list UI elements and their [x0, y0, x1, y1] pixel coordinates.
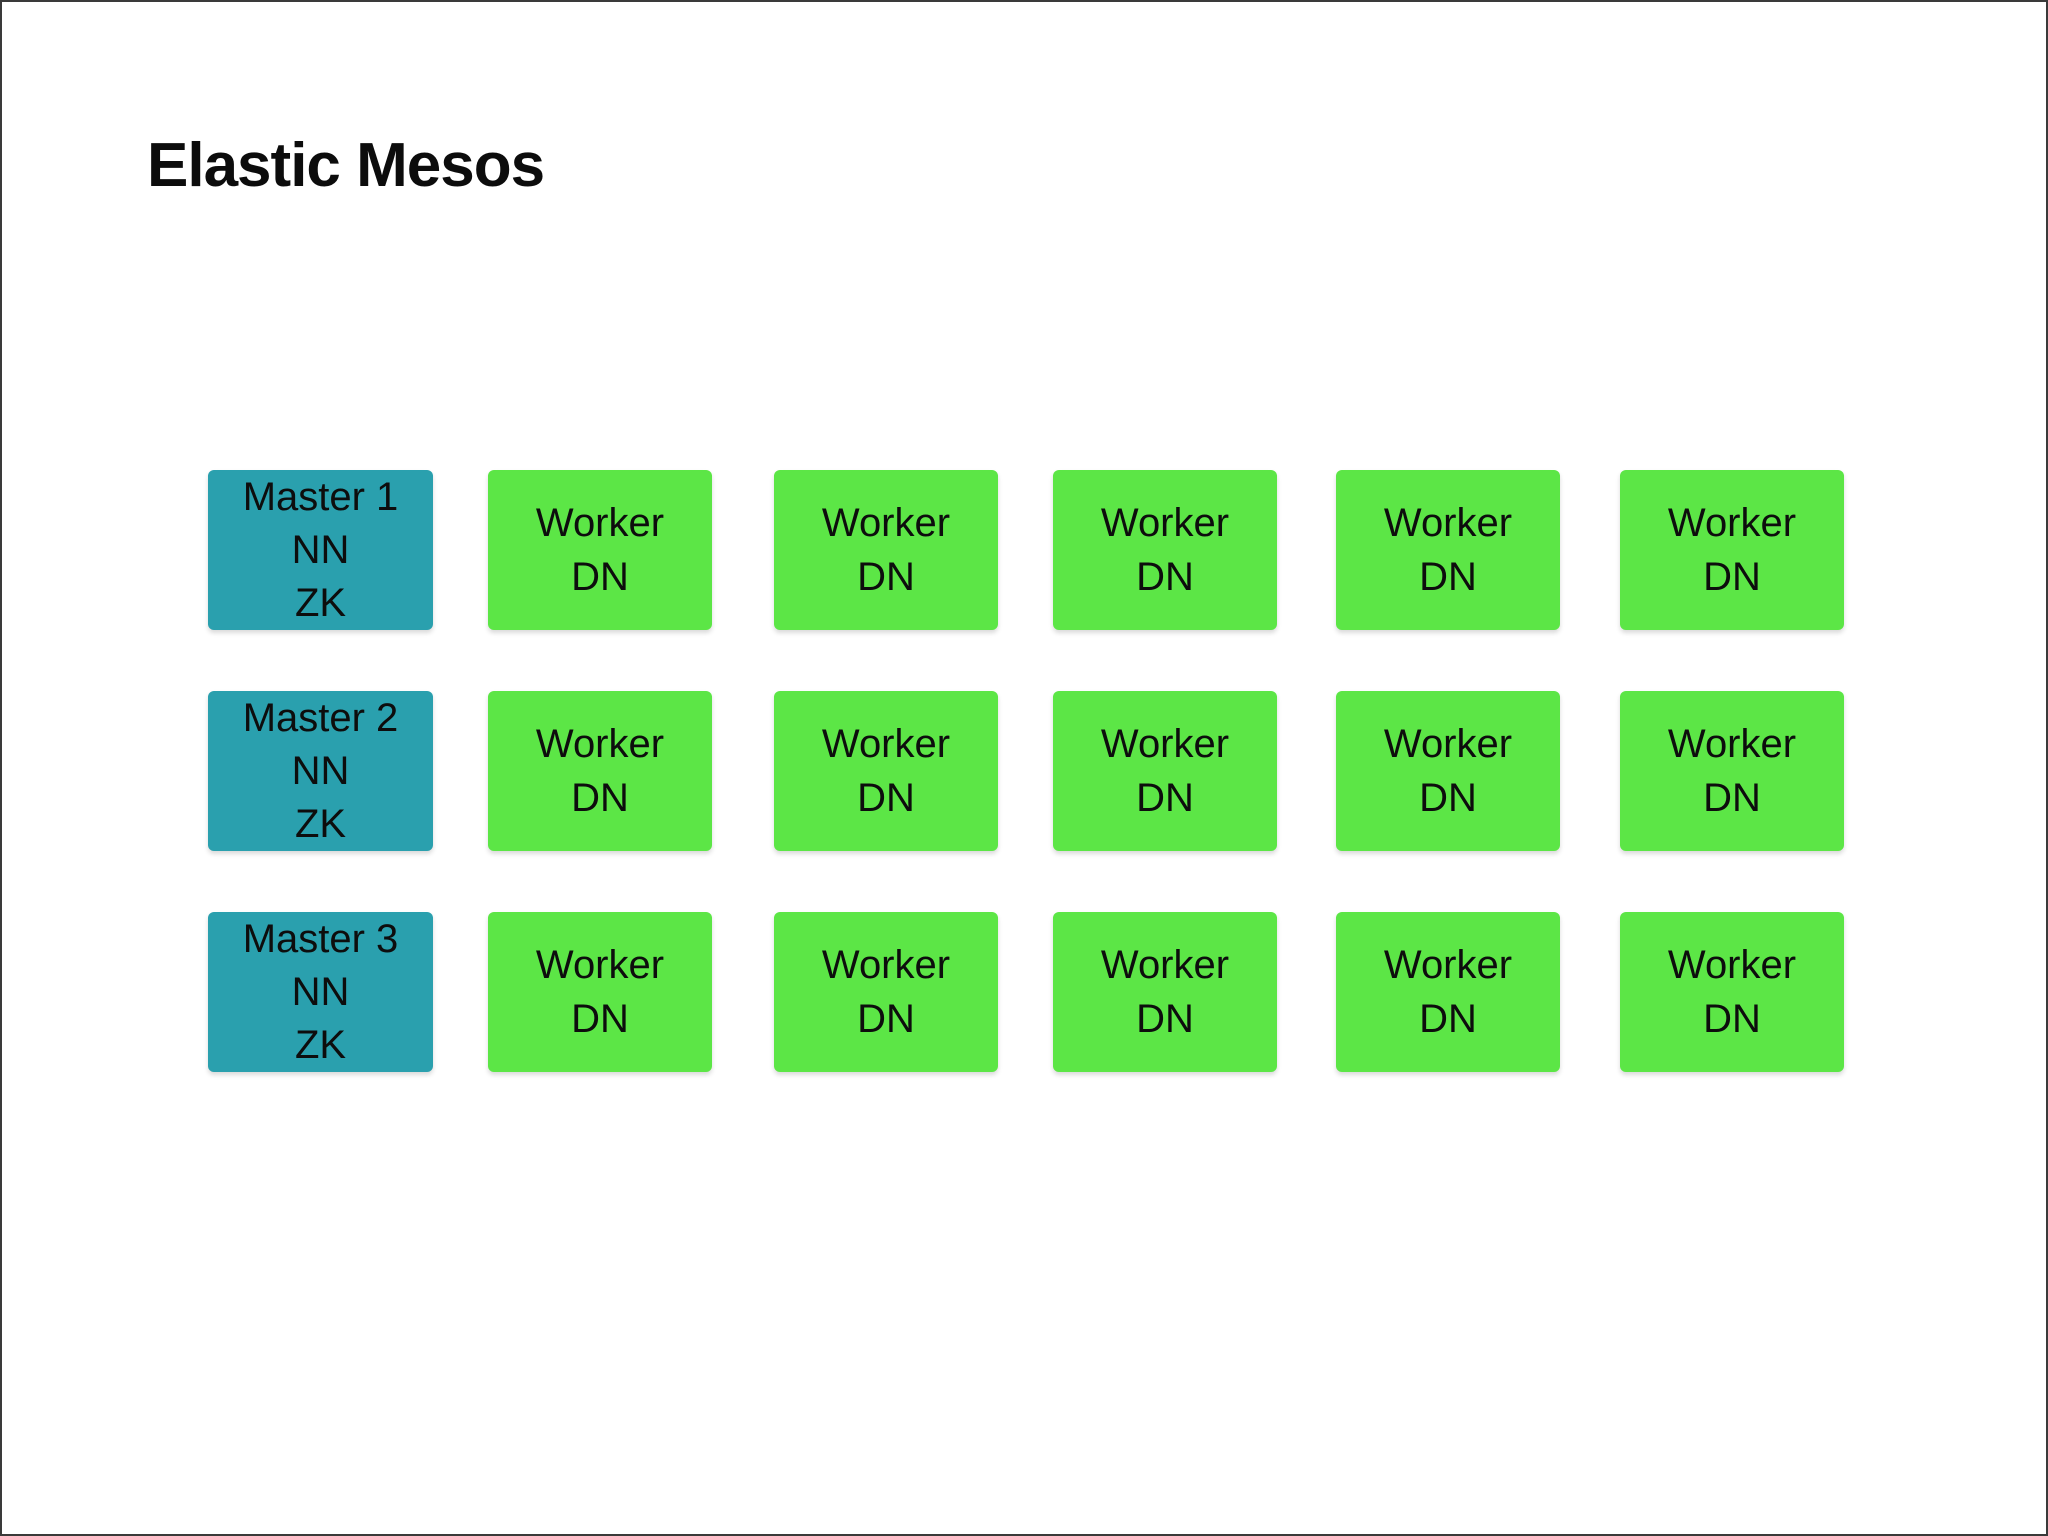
worker-label: Worker: [1100, 943, 1230, 987]
worker-service-dn: DN: [1419, 997, 1477, 1041]
worker-label: Worker: [1383, 943, 1513, 987]
worker-service-dn: DN: [857, 997, 915, 1041]
worker-service-dn: DN: [1703, 776, 1761, 820]
master-3-service-zk: ZK: [294, 1022, 347, 1067]
worker-service-dn: DN: [1703, 997, 1761, 1041]
worker-service-dn: DN: [1136, 997, 1194, 1041]
worker-box-r2c5: Worker DN: [1620, 691, 1844, 851]
worker-label: Worker: [1667, 722, 1797, 766]
worker-box-r1c1: Worker DN: [488, 470, 712, 630]
master-1-service-zk: ZK: [294, 580, 347, 625]
worker-box-r3c3: Worker DN: [1053, 912, 1277, 1072]
worker-label: Worker: [1667, 501, 1797, 545]
worker-service-dn: DN: [1419, 776, 1477, 820]
worker-box-r3c5: Worker DN: [1620, 912, 1844, 1072]
worker-label: Worker: [1100, 501, 1230, 545]
worker-service-dn: DN: [571, 997, 629, 1041]
worker-service-dn: DN: [857, 776, 915, 820]
worker-service-dn: DN: [571, 776, 629, 820]
worker-box-r2c1: Worker DN: [488, 691, 712, 851]
worker-box-r1c3: Worker DN: [1053, 470, 1277, 630]
master-2-label: Master 2: [242, 695, 399, 740]
worker-box-r2c3: Worker DN: [1053, 691, 1277, 851]
master-2-service-nn: NN: [291, 748, 350, 793]
worker-label: Worker: [1383, 501, 1513, 545]
worker-label: Worker: [1383, 722, 1513, 766]
worker-label: Worker: [1667, 943, 1797, 987]
worker-label: Worker: [535, 722, 665, 766]
master-1-label: Master 1: [242, 474, 399, 519]
master-2-service-zk: ZK: [294, 801, 347, 846]
worker-box-r2c2: Worker DN: [774, 691, 998, 851]
worker-service-dn: DN: [1703, 555, 1761, 599]
worker-label: Worker: [821, 501, 951, 545]
worker-box-r3c2: Worker DN: [774, 912, 998, 1072]
master-3-box: Master 3 NN ZK: [208, 912, 433, 1072]
master-2-box: Master 2 NN ZK: [208, 691, 433, 851]
worker-box-r2c4: Worker DN: [1336, 691, 1560, 851]
worker-service-dn: DN: [1136, 776, 1194, 820]
worker-box-r1c4: Worker DN: [1336, 470, 1560, 630]
master-3-label: Master 3: [242, 916, 399, 961]
worker-label: Worker: [821, 943, 951, 987]
master-1-box: Master 1 NN ZK: [208, 470, 433, 630]
worker-box-r1c2: Worker DN: [774, 470, 998, 630]
worker-service-dn: DN: [857, 555, 915, 599]
master-1-service-nn: NN: [291, 527, 350, 572]
worker-service-dn: DN: [1419, 555, 1477, 599]
worker-service-dn: DN: [1136, 555, 1194, 599]
worker-label: Worker: [821, 722, 951, 766]
worker-service-dn: DN: [571, 555, 629, 599]
worker-box-r1c5: Worker DN: [1620, 470, 1844, 630]
worker-box-r3c1: Worker DN: [488, 912, 712, 1072]
master-3-service-nn: NN: [291, 969, 350, 1014]
worker-box-r3c4: Worker DN: [1336, 912, 1560, 1072]
worker-label: Worker: [535, 943, 665, 987]
worker-label: Worker: [535, 501, 665, 545]
slide-title: Elastic Mesos: [147, 131, 545, 200]
worker-label: Worker: [1100, 722, 1230, 766]
